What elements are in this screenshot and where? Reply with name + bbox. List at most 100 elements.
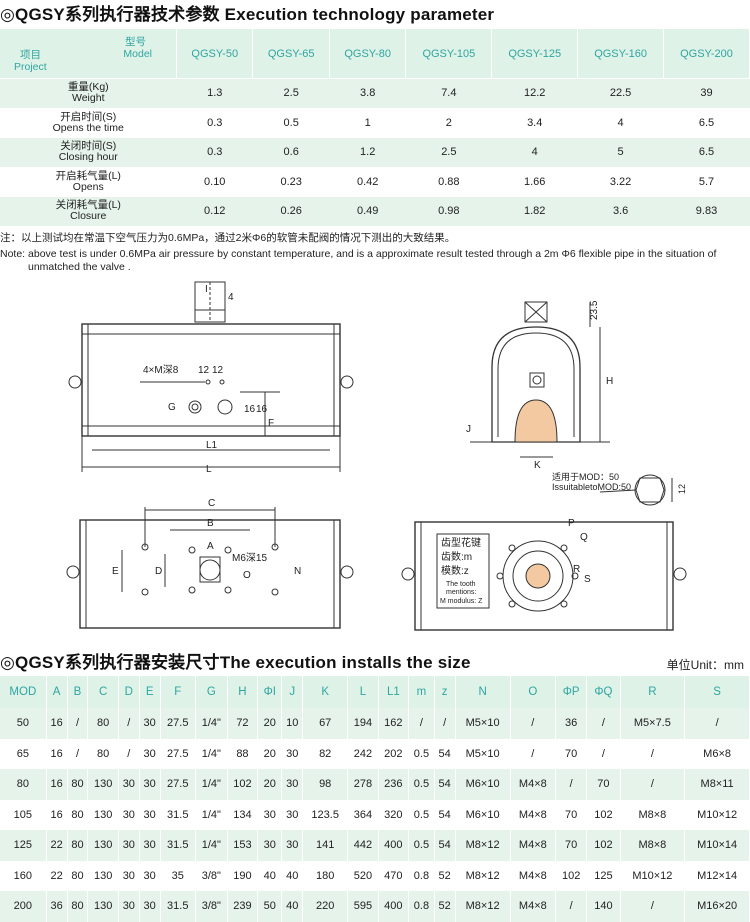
- table2-cell: 80: [87, 738, 119, 769]
- table2-cell: 0.8: [408, 891, 435, 922]
- label-4xm8: 4×M深8: [143, 364, 179, 376]
- column-header: S: [684, 676, 750, 708]
- table2-cell: 54: [434, 830, 456, 861]
- table2-cell: 1/4": [195, 769, 228, 800]
- table2-cell: 30: [257, 830, 283, 861]
- row-label: 开启时间(S)Opens the time: [0, 107, 177, 138]
- table2-cell: 31.5: [160, 891, 196, 922]
- table2-cell: /: [67, 738, 89, 769]
- table2-cell: M8×12: [455, 891, 511, 922]
- table2-cell: /: [620, 891, 686, 922]
- table2-cell: 82: [302, 738, 349, 769]
- table2-cell: 180: [302, 860, 349, 891]
- table2-cell: 1/4": [195, 830, 228, 861]
- table1-cell: 0.26: [252, 196, 330, 226]
- table2-cell: M8×8: [620, 830, 686, 861]
- table2-cell: 162: [378, 708, 410, 739]
- table2-cell: M12×14: [684, 860, 750, 891]
- column-header: C: [87, 676, 119, 708]
- table2-cell: 20: [257, 708, 283, 739]
- spline-detail: [599, 474, 673, 506]
- table2-cell: 80: [67, 891, 89, 922]
- label-n: N: [294, 566, 301, 577]
- table2-cell: 20: [257, 738, 283, 769]
- column-header: L: [347, 676, 379, 708]
- table2-cell: 72: [227, 708, 259, 739]
- table2-cell: 27.5: [160, 738, 196, 769]
- table2-cell: 130: [87, 891, 119, 922]
- label-i: I: [205, 284, 208, 295]
- table2-cell: 52: [434, 860, 456, 891]
- table2-cell: 30: [257, 799, 283, 830]
- table2-cell: 54: [434, 799, 456, 830]
- column-header: E: [139, 676, 161, 708]
- table2-cell: 30: [139, 708, 161, 739]
- table1-cell: 0.49: [329, 196, 406, 226]
- table2-cell: 130: [87, 799, 119, 830]
- table2-cell: 31.5: [160, 830, 196, 861]
- table2-cell: 70: [586, 769, 621, 800]
- corner-item-en: Project: [14, 61, 47, 73]
- table1-cell: 22.5: [577, 78, 664, 108]
- label-l1: L1: [206, 440, 218, 451]
- table2-cell: 0.5: [408, 738, 435, 769]
- column-header: D: [118, 676, 140, 708]
- row-label-en: Closing hour: [58, 151, 118, 164]
- column-header: J: [281, 676, 304, 708]
- table2-cell: 30: [139, 799, 161, 830]
- table2-cell: M5×10: [455, 738, 511, 769]
- table2-cell: 16: [46, 738, 68, 769]
- table2-cell: 50: [257, 891, 283, 922]
- table2-cell: /: [684, 708, 750, 739]
- table2-cell: 0.5: [408, 769, 435, 800]
- label-c: C: [208, 498, 215, 509]
- note-en-line1: Note: above test is under 0.6MPa air pre…: [0, 248, 717, 260]
- table2-cell: 80: [67, 799, 89, 830]
- table2-cell: /: [118, 708, 140, 739]
- row-label: 关闭耗气量(L)Closure: [0, 196, 177, 226]
- table1-cell: 0.23: [252, 166, 330, 197]
- table2-cell: 80: [0, 769, 47, 800]
- table2-cell: 1/4": [195, 799, 228, 830]
- row-label: 开启耗气量(L)Opens: [0, 166, 177, 197]
- label-d: D: [155, 566, 162, 577]
- row-label-en: Closure: [70, 210, 107, 223]
- table2-cell: 141: [302, 830, 349, 861]
- table2-cell: 102: [586, 799, 621, 830]
- corner-item-cn: 项目: [20, 49, 41, 61]
- table2-cell: 98: [302, 769, 349, 800]
- table2-cell: 20: [257, 769, 283, 800]
- table2-cell: 364: [347, 799, 379, 830]
- table1-cell: 0.42: [329, 166, 406, 197]
- table2-cell: 0.8: [408, 860, 435, 891]
- column-header: N: [455, 676, 511, 708]
- table2-cell: M8×12: [455, 830, 511, 861]
- table1-cell: 2.5: [252, 78, 330, 108]
- rear-box-line1: 齿型花键: [441, 536, 481, 549]
- table2-cell: 30: [139, 738, 161, 769]
- rear-view-drawing: [401, 521, 687, 631]
- table2-cell: 30: [281, 830, 304, 861]
- table1-cell: 6.5: [663, 137, 750, 167]
- rear-box-line2: 齿数:m: [441, 550, 472, 563]
- table2-cell: M5×10: [455, 708, 511, 739]
- table2-cell: 16: [46, 769, 68, 800]
- label-f: F: [268, 418, 274, 429]
- technical-drawings: 4×M深8 12 12 G 16 16 F L1 L I 4 23.5 H J …: [66, 281, 687, 631]
- table2-cell: /: [620, 738, 686, 769]
- table2-cell: 30: [118, 860, 140, 891]
- table1-cell: 4: [577, 107, 664, 138]
- table2-cell: 202: [378, 738, 410, 769]
- table2-cell: /: [408, 708, 435, 739]
- model-header: QGSY-200: [663, 29, 750, 79]
- table2-cell: 153: [227, 830, 259, 861]
- table2-cell: 30: [139, 830, 161, 861]
- table2-cell: 595: [347, 891, 379, 922]
- table2-cell: 70: [555, 830, 588, 861]
